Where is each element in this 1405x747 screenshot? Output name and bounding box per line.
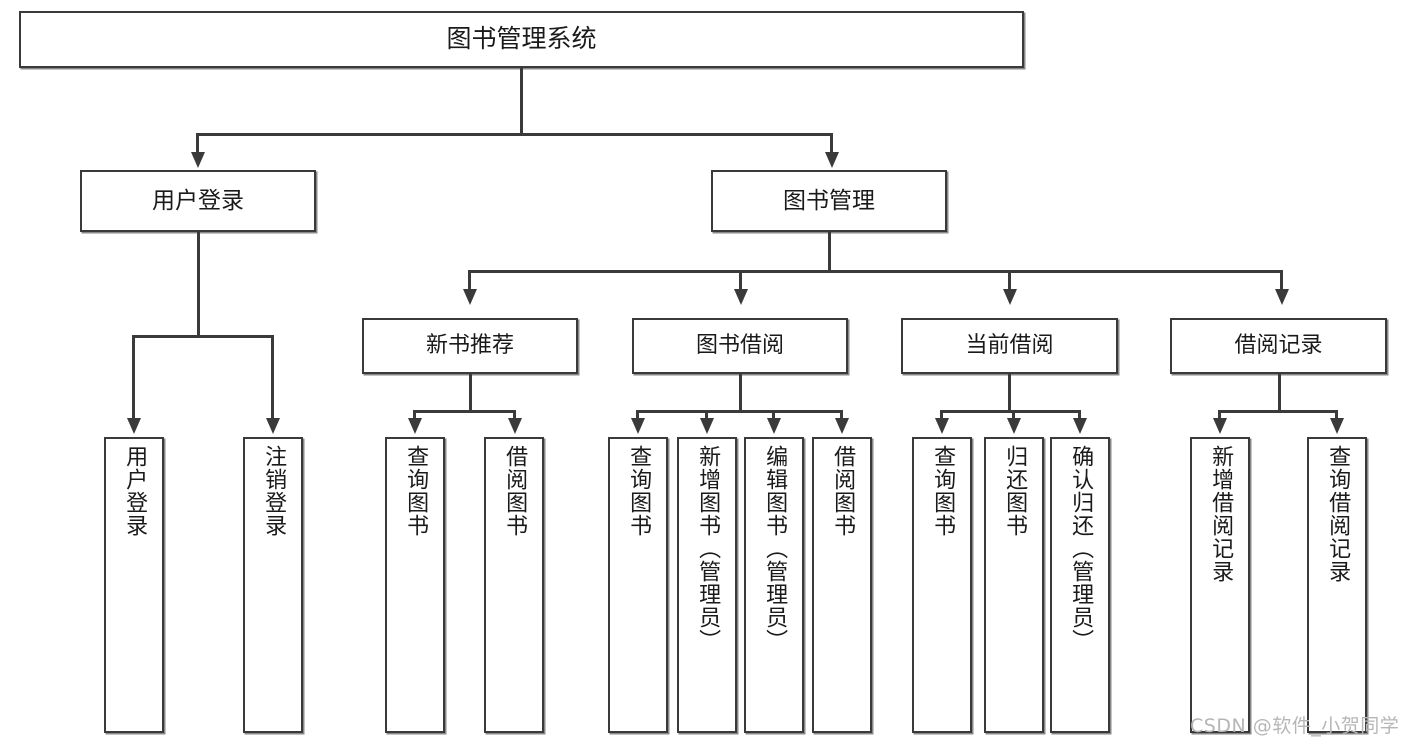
arrow-bb-leaf-1 — [631, 418, 645, 434]
arrow-br-leaf-2 — [1330, 418, 1344, 434]
csdn-watermark: CSDN @软件_小贺同学 — [1190, 715, 1400, 737]
node-root-book-management-system[interactable]: 图书管理系统 — [19, 11, 1024, 68]
node-label: 图书管理系统 — [446, 24, 597, 54]
edge-cb-bus — [940, 410, 1080, 413]
arrow-root-to-user-login — [191, 152, 205, 168]
edge-user-login-stem — [197, 232, 200, 337]
edge-user-login-drop-1 — [132, 335, 135, 421]
node-borrow-record[interactable]: 借阅记录 — [1170, 318, 1387, 374]
node-label: 借阅图书 — [502, 445, 528, 537]
node-leaf-confirm-return-admin[interactable]: 确认归还（管理员） — [1050, 437, 1110, 733]
edge-cb-drop-3 — [1078, 410, 1081, 421]
arrow-bb-leaf-2 — [700, 418, 714, 434]
edge-bb-drop-1 — [636, 410, 639, 421]
node-leaf-query-book-cb[interactable]: 查询图书 — [912, 437, 972, 733]
edge-nbr-stem — [469, 374, 472, 412]
arrow-cb-leaf-2 — [1007, 418, 1021, 434]
arrow-user-login-leaf-1 — [127, 418, 141, 434]
node-label: 新书推荐 — [425, 333, 514, 359]
edge-root-bus — [196, 133, 833, 136]
node-leaf-add-borrow-record[interactable]: 新增借阅记录 — [1190, 437, 1250, 733]
node-label: 查询图书 — [930, 445, 956, 537]
node-label: 注销登录 — [261, 445, 287, 537]
edge-bb-drop-3 — [772, 410, 775, 421]
edge-nbr-drop-1 — [413, 410, 416, 421]
node-leaf-add-book-admin[interactable]: 新增图书（管理员） — [677, 437, 737, 733]
node-label: 当前借阅 — [965, 333, 1054, 359]
arrow-bm-to-new-book-rec — [463, 289, 477, 305]
node-leaf-borrow-book-nbr[interactable]: 借阅图书 — [484, 437, 544, 733]
edge-cb-drop-1 — [940, 410, 943, 421]
arrow-cb-leaf-1 — [935, 418, 949, 434]
edge-user-login-drop-2 — [271, 335, 274, 421]
arrow-bb-leaf-4 — [835, 418, 849, 434]
arrow-br-leaf-1 — [1213, 418, 1227, 434]
node-leaf-borrow-book-bb[interactable]: 借阅图书 — [812, 437, 872, 733]
edge-bm-drop-3 — [1008, 270, 1011, 292]
node-user-login[interactable]: 用户登录 — [80, 170, 316, 232]
arrow-nbr-leaf-2 — [508, 418, 522, 434]
edge-book-manage-stem — [828, 232, 831, 272]
node-label: 用户登录 — [122, 445, 148, 537]
node-label: 新增借阅记录 — [1208, 445, 1234, 583]
node-leaf-user-login[interactable]: 用户登录 — [104, 437, 164, 733]
node-leaf-return-book[interactable]: 归还图书 — [984, 437, 1044, 733]
edge-bb-drop-4 — [840, 410, 843, 421]
edge-book-manage-bus — [468, 270, 1280, 273]
edge-cb-stem — [1008, 374, 1011, 412]
edge-br-drop-2 — [1335, 410, 1338, 421]
arrow-root-to-book-manage — [825, 152, 839, 168]
arrow-bm-to-book-borrow — [734, 289, 748, 305]
edge-br-stem — [1278, 374, 1281, 412]
edge-bb-bus — [636, 410, 843, 413]
arrow-bm-to-current-borrow — [1003, 289, 1017, 305]
node-current-borrow[interactable]: 当前借阅 — [901, 318, 1118, 374]
edge-root-stem — [520, 68, 523, 135]
node-label: 编辑图书（管理员） — [762, 445, 788, 652]
edge-br-drop-1 — [1218, 410, 1221, 421]
arrow-cb-leaf-3 — [1073, 418, 1087, 434]
node-leaf-logout[interactable]: 注销登录 — [243, 437, 303, 733]
node-leaf-query-book-nbr[interactable]: 查询图书 — [385, 437, 445, 733]
node-new-book-recommendation[interactable]: 新书推荐 — [362, 318, 578, 374]
node-label: 查询借阅记录 — [1325, 445, 1351, 583]
node-label: 图书借阅 — [695, 333, 784, 359]
edge-nbr-bus — [413, 410, 516, 413]
edge-nbr-drop-2 — [513, 410, 516, 421]
edge-root-to-user-login — [196, 133, 199, 155]
arrow-bb-leaf-3 — [767, 418, 781, 434]
node-leaf-edit-book-admin[interactable]: 编辑图书（管理员） — [744, 437, 804, 733]
edge-br-bus — [1218, 410, 1338, 413]
node-label: 查询图书 — [403, 445, 429, 537]
node-label: 归还图书 — [1002, 445, 1028, 537]
node-book-management[interactable]: 图书管理 — [711, 170, 947, 232]
node-label: 借阅图书 — [830, 445, 856, 537]
node-book-borrow[interactable]: 图书借阅 — [632, 318, 848, 374]
node-label: 用户登录 — [152, 187, 244, 214]
arrow-user-login-leaf-2 — [266, 418, 280, 434]
edge-bm-drop-2 — [739, 270, 742, 292]
node-label: 新增图书（管理员） — [695, 445, 721, 652]
node-leaf-query-borrow-record[interactable]: 查询借阅记录 — [1307, 437, 1367, 733]
node-label: 借阅记录 — [1234, 333, 1323, 359]
edge-bm-drop-4 — [1280, 270, 1283, 292]
node-label: 确认归还（管理员） — [1068, 445, 1094, 652]
edge-bb-stem — [739, 374, 742, 412]
edge-cb-drop-2 — [1012, 410, 1015, 421]
edge-bb-drop-2 — [705, 410, 708, 421]
edge-root-to-book-manage — [830, 133, 833, 155]
node-label: 图书管理 — [783, 187, 875, 214]
node-leaf-query-book-bb[interactable]: 查询图书 — [608, 437, 668, 733]
edge-user-login-bus — [132, 335, 271, 338]
arrow-bm-to-borrow-record — [1275, 289, 1289, 305]
arrow-nbr-leaf-1 — [408, 418, 422, 434]
node-label: 查询图书 — [626, 445, 652, 537]
edge-bm-drop-1 — [468, 270, 471, 292]
